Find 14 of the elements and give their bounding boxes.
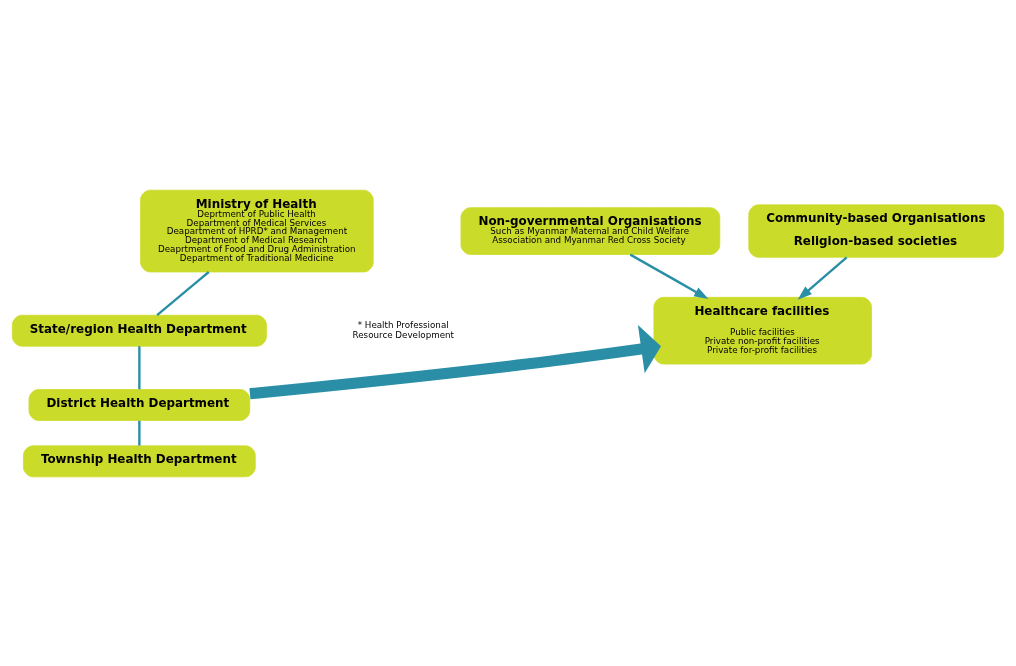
- node-box: Non-governmental Organisations Such as Myanmar Maternal and Child Welfare Association and Myanmar Red Cross Society: [460, 206, 721, 255]
- connector: [138, 420, 141, 446]
- connector: [156, 270, 210, 316]
- node-box: District Health Department: [28, 388, 251, 421]
- label: * Health Professional Resource Development: [352, 319, 455, 340]
- node-box: Ministry of Health Deprtment of Public Health Department of Medical Services Deapartment of HPRD* and Management Department of Medical Research Deaprtment of Food and Drug Administration Department of Traditional Medicine: [140, 189, 374, 272]
- connector: [138, 345, 141, 389]
- node-box: Healthcare facilities Public facilities Private non-profit facilities Private for-profit facilities: [653, 296, 872, 364]
- node-box: Community-based Organisations Religion-based societies: [748, 203, 1005, 258]
- arrow: [629, 253, 709, 299]
- arrow: [797, 255, 848, 300]
- node-box: Township Health Department: [23, 444, 256, 477]
- node-box: State/region Health Department: [11, 314, 267, 347]
- arrow: [249, 324, 661, 399]
